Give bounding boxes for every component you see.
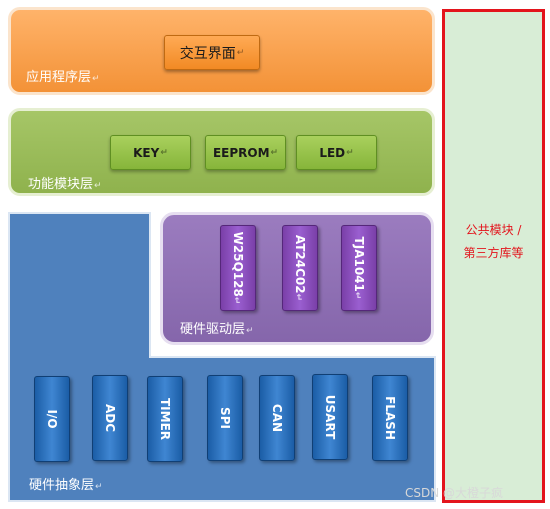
interactive-ui-label: 交互界面 bbox=[179, 45, 236, 62]
module-label: EEPROM bbox=[212, 145, 270, 160]
return-mark: ↵ bbox=[352, 291, 362, 300]
abstraction-layer-label: 硬件抽象层 bbox=[29, 478, 95, 493]
peripheral-box-can: CAN bbox=[259, 375, 295, 461]
watermark: CSDN @大橙子疯 bbox=[405, 486, 504, 500]
function-layer-title: 功能模块层↵ bbox=[28, 173, 102, 192]
driver-label-text: AT24C02 bbox=[293, 234, 307, 294]
module-label: KEY bbox=[133, 145, 160, 160]
common-module-line2: 第三方库等 bbox=[463, 246, 524, 260]
peripheral-label: CAN bbox=[270, 403, 284, 433]
driver-label: W25Q128↵ bbox=[231, 232, 245, 305]
application-layer-title: 应用程序层↵ bbox=[26, 66, 100, 85]
module-box-led: LED↵ bbox=[296, 135, 377, 170]
module-box-eeprom: EEPROM↵ bbox=[205, 135, 286, 170]
peripheral-box-adc: ADC bbox=[92, 375, 128, 461]
return-mark: ↵ bbox=[346, 147, 354, 158]
driver-label-text: TJA1041 bbox=[352, 236, 366, 292]
function-module-layer: KEY↵ EEPROM↵ LED↵ 功能模块层↵ bbox=[8, 108, 435, 196]
peripheral-label: I/O bbox=[45, 409, 59, 429]
common-module-panel: 公共模块 / 第三方库等 bbox=[442, 9, 545, 503]
application-layer: 交互界面↵ 应用程序层↵ bbox=[8, 7, 435, 95]
return-mark: ↵ bbox=[231, 296, 241, 305]
driver-label: AT24C02↵ bbox=[293, 235, 307, 301]
module-label: LED bbox=[319, 145, 346, 160]
peripheral-box-usart: USART bbox=[312, 374, 348, 460]
common-module-line1: 公共模块 / bbox=[465, 223, 522, 237]
hardware-driver-layer: W25Q128↵ AT24C02↵ TJA1041↵ 硬件驱动层↵ bbox=[160, 212, 434, 345]
function-layer-label: 功能模块层 bbox=[28, 177, 94, 192]
application-layer-label: 应用程序层 bbox=[26, 70, 92, 85]
module-box-key: KEY↵ bbox=[110, 135, 191, 170]
driver-box-at24c02: AT24C02↵ bbox=[282, 225, 318, 311]
peripheral-box-timer: TIMER bbox=[147, 376, 183, 462]
return-mark: ↵ bbox=[246, 326, 254, 336]
return-mark: ↵ bbox=[92, 74, 100, 84]
driver-layer-label: 硬件驱动层 bbox=[180, 322, 246, 337]
peripheral-label: FLASH bbox=[383, 396, 397, 440]
return-mark: ↵ bbox=[293, 293, 303, 302]
abstraction-layer-title: 硬件抽象层↵ bbox=[29, 474, 103, 493]
peripheral-label: TIMER bbox=[158, 397, 172, 441]
driver-box-tja1041: TJA1041↵ bbox=[341, 225, 377, 311]
peripheral-label: ADC bbox=[103, 403, 117, 433]
driver-label-text: W25Q128 bbox=[231, 231, 245, 297]
peripheral-label: SPI bbox=[218, 407, 232, 429]
driver-layer-title: 硬件驱动层↵ bbox=[180, 318, 254, 337]
peripheral-box-spi: SPI bbox=[207, 375, 243, 461]
return-mark: ↵ bbox=[270, 147, 279, 158]
hardware-abstraction-layer: I/O ADC TIMER SPI CAN USART FLASH 硬件抽象层↵ bbox=[8, 356, 436, 502]
return-mark: ↵ bbox=[94, 181, 102, 191]
driver-box-w25q128: W25Q128↵ bbox=[220, 225, 256, 311]
driver-label: TJA1041↵ bbox=[352, 237, 366, 300]
peripheral-box-flash: FLASH bbox=[372, 375, 408, 461]
peripheral-box-io: I/O bbox=[34, 376, 70, 462]
return-mark: ↵ bbox=[236, 47, 245, 58]
interactive-ui-box: 交互界面↵ bbox=[164, 35, 260, 70]
peripheral-label: USART bbox=[323, 394, 337, 440]
return-mark: ↵ bbox=[95, 482, 103, 492]
hardware-abstraction-layer-join bbox=[10, 350, 149, 362]
return-mark: ↵ bbox=[160, 147, 168, 158]
